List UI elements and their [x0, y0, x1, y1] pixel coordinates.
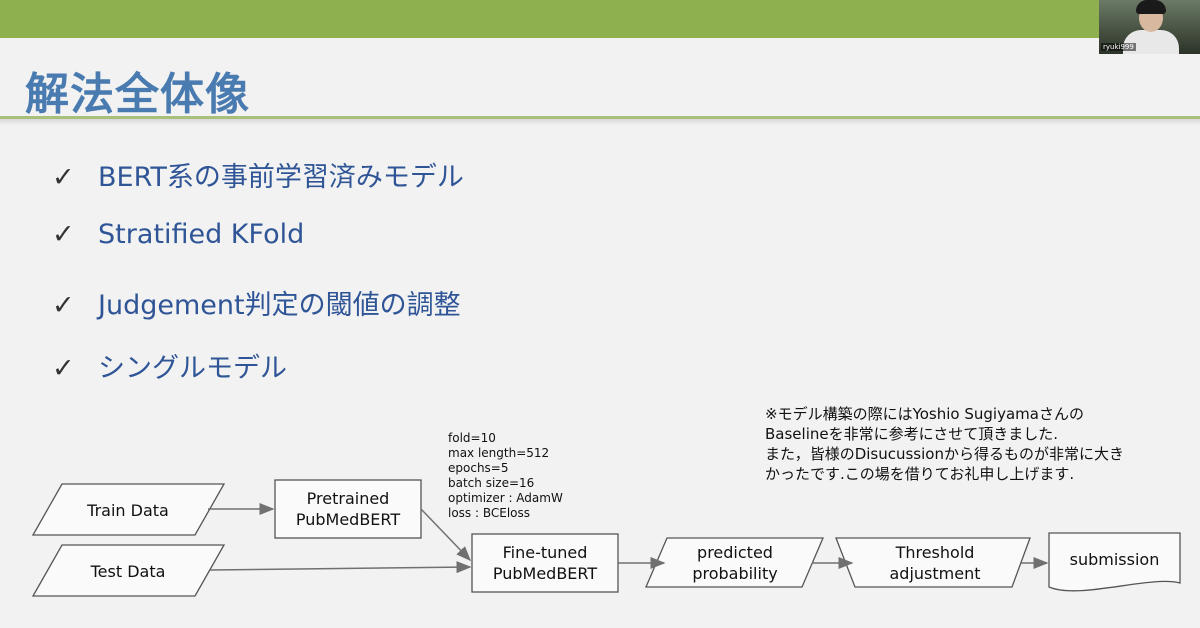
predicted-label: predicted probability — [660, 542, 810, 584]
bullet-text: BERT系の事前学習済みモデル — [98, 162, 464, 193]
finetuned-line: Fine-tuned — [502, 543, 588, 562]
bullet-item: ✓ Stratified KFold — [52, 219, 304, 250]
title-divider — [0, 116, 1200, 119]
train-data-label: Train Data — [87, 501, 169, 520]
bullet-text: シングルモデル — [98, 353, 287, 384]
submission-node — [1048, 532, 1181, 592]
param-line: epochs=5 — [448, 461, 509, 475]
top-banner — [0, 0, 1200, 38]
webcam-name-label: ryuki999 — [1101, 43, 1136, 51]
note-line: また，皆様のDisucussionから得るものが非常に大き — [765, 445, 1124, 463]
finetuned-label: Fine-tuned PubMedBERT — [472, 542, 618, 584]
note-line: ※モデル構築の際にはYoshio Sugiyamaさんの — [765, 405, 1084, 423]
arrow-pretrained-to-finetuned — [420, 508, 472, 562]
webcam-thumbnail[interactable]: ryuki999 — [1099, 0, 1200, 54]
param-line: loss : BCEloss — [448, 506, 531, 520]
slide-title: 解法全体像 — [25, 69, 250, 120]
finetuned-line: PubMedBERT — [492, 564, 598, 583]
threshold-line: Threshold — [895, 543, 975, 562]
submission-label: submission — [1069, 550, 1160, 569]
presenter-hair — [1136, 0, 1166, 14]
finetuned-node — [471, 533, 619, 593]
bullet-item: ✓ シングルモデル — [52, 346, 287, 385]
predicted-node — [645, 537, 824, 588]
predicted-line: probability — [692, 564, 778, 583]
param-line: batch size=16 — [448, 476, 535, 490]
acknowledgement-note: ※モデル構築の際にはYoshio Sugiyamaさんの Baselineを非常… — [765, 404, 1185, 484]
bullet-text: Stratified KFold — [98, 219, 305, 250]
check-icon: ✓ — [52, 162, 75, 193]
check-icon: ✓ — [52, 219, 75, 250]
threshold-line: adjustment — [889, 564, 981, 583]
training-params: fold=10 max length=512 epochs=5 batch si… — [448, 431, 563, 521]
bullet-item: ✓ BERT系の事前学習済みモデル — [52, 155, 464, 194]
test-data-label: Test Data — [90, 562, 166, 581]
threshold-node — [835, 537, 1031, 588]
param-line: max length=512 — [448, 446, 550, 460]
pretrained-node — [274, 479, 422, 539]
bullet-text: Judgement判定の閾値の調整 — [98, 290, 461, 321]
arrow-test-to-finetuned — [209, 561, 472, 574]
title-divider-shadow — [0, 119, 1200, 125]
param-line: optimizer : AdamW — [448, 491, 563, 505]
pretrained-line: Pretrained — [306, 489, 390, 508]
check-icon: ✓ — [52, 353, 75, 384]
bullet-item: ✓ Judgement判定の閾値の調整 — [52, 283, 461, 322]
param-line: fold=10 — [448, 431, 496, 445]
pretrained-line: PubMedBERT — [295, 510, 401, 529]
threshold-label: Threshold adjustment — [855, 542, 1015, 584]
note-line: Baselineを非常に参考にさせて頂きました. — [765, 425, 1059, 443]
check-icon: ✓ — [52, 290, 75, 321]
train-data-node — [31, 483, 226, 536]
test-data-node — [31, 544, 226, 597]
predicted-line: predicted — [697, 543, 773, 562]
pretrained-label: Pretrained PubMedBERT — [275, 488, 421, 530]
note-line: かったです.この場を借りてお礼申し上げます. — [765, 465, 1075, 483]
